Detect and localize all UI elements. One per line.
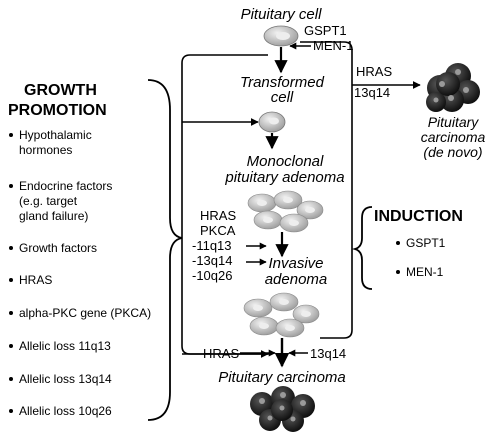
growth-item-5: alpha-PKC gene (PKCA) bbox=[19, 306, 151, 320]
gene-men1: MEN-1 bbox=[313, 38, 353, 53]
gene-13q14-top: 13q14 bbox=[354, 85, 390, 100]
stage-denovo-line1: Pituitary bbox=[428, 114, 480, 130]
growth-item-7: Allelic loss 13q14 bbox=[19, 372, 112, 386]
stage-transformed-line1: Transformed bbox=[240, 74, 325, 91]
growth-item-1-line1: Hypothalamic bbox=[19, 128, 92, 142]
gene-pkca-mid: PKCA bbox=[200, 223, 236, 238]
growth-title-line1: GROWTH bbox=[24, 82, 97, 99]
growth-title-line2: PROMOTION bbox=[8, 102, 107, 119]
growth-item-4: HRAS bbox=[19, 273, 52, 287]
carcinoma-cluster bbox=[250, 386, 315, 432]
induction-item-1: GSPT1 bbox=[406, 236, 446, 250]
gene-hras-bottom: HRAS bbox=[203, 346, 239, 361]
stage-transformed-line2: cell bbox=[271, 89, 294, 106]
growth-item-6: Allelic loss 11q13 bbox=[19, 339, 111, 353]
induction-item-2: MEN-1 bbox=[406, 265, 444, 279]
monoclonal-cell-nucleus bbox=[269, 117, 279, 125]
growth-brace bbox=[147, 79, 183, 421]
gene-gspt1: GSPT1 bbox=[304, 23, 347, 38]
gene-hras-mid: HRAS bbox=[200, 208, 236, 223]
stage-monoclonal-line2: pituitary adenoma bbox=[224, 169, 344, 186]
induction-bullet-1 bbox=[396, 241, 400, 245]
gene-loss-10q26: -10q26 bbox=[192, 268, 232, 283]
stage-pituitary-carcinoma: Pituitary carcinoma bbox=[218, 369, 346, 386]
stage-invasive-line2: adenoma bbox=[265, 271, 328, 288]
stage-denovo-line3: (de novo) bbox=[423, 144, 482, 160]
induction-bullet-2 bbox=[396, 270, 400, 274]
gene-hras-top: HRAS bbox=[356, 64, 392, 79]
growth-item-8: Allelic loss 10q26 bbox=[19, 404, 112, 418]
induction-title: INDUCTION bbox=[374, 208, 463, 225]
growth-item-1-line2: hormones bbox=[19, 143, 72, 157]
growth-item-2-line3: gland failure) bbox=[19, 209, 88, 223]
growth-item-3: Growth factors bbox=[19, 241, 97, 255]
denovo-carcinoma-cluster bbox=[426, 63, 480, 112]
stage-denovo-line2: carcinoma bbox=[421, 129, 486, 145]
invasive-cluster bbox=[243, 292, 320, 338]
induction-loop-right bbox=[300, 41, 353, 339]
growth-item-2-line1: Endocrine factors bbox=[19, 179, 112, 193]
gene-loss-13q14: -13q14 bbox=[192, 253, 232, 268]
stage-invasive-line1: Invasive bbox=[268, 255, 323, 272]
pituitary-cell-nucleus bbox=[276, 32, 290, 40]
gene-13q14-bottom: 13q14 bbox=[310, 346, 346, 361]
stage-monoclonal-line1: Monoclonal bbox=[247, 153, 324, 170]
gene-loss-11q13: -11q13 bbox=[192, 238, 232, 253]
growth-item-2-line2: (e.g. target bbox=[19, 194, 78, 208]
induction-brace bbox=[351, 206, 373, 290]
growth-item-list: Hypothalamic hormones Endocrine factors … bbox=[9, 128, 151, 418]
adenoma-cluster bbox=[247, 190, 324, 233]
stage-pituitary-cell: Pituitary cell bbox=[241, 6, 323, 23]
